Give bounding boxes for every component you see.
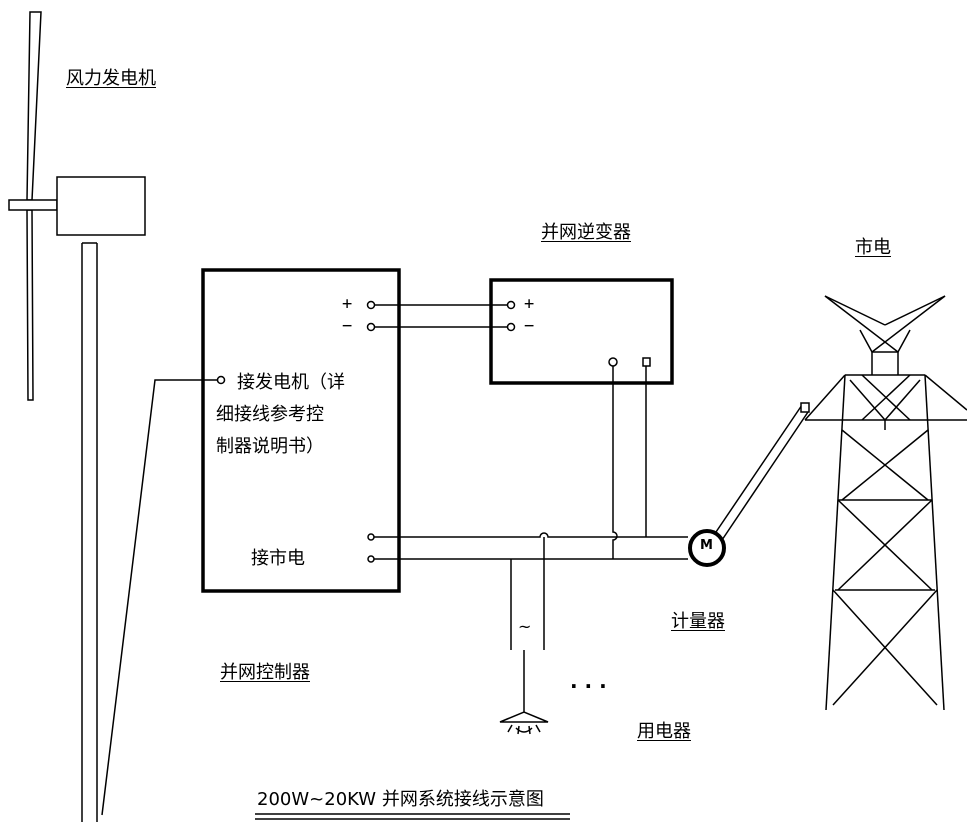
grid-controller-label: 并网控制器 — [220, 662, 310, 683]
turbine-hub — [8, 199, 58, 211]
generator-cable — [101, 379, 217, 816]
controller-generator-note-line1: 接发电机（详 — [237, 372, 345, 393]
inverter-dc-plus-terminal — [506, 300, 516, 310]
ac-symbol: ~ — [518, 617, 532, 636]
inverter-plus-sign: + — [524, 294, 535, 314]
controller-dc-plus-terminal — [366, 300, 376, 310]
controller-generator-note-line3: 制器说明书） — [216, 436, 324, 457]
grid-controller-box — [201, 268, 401, 593]
grid-inverter-box — [489, 278, 674, 385]
grid-inverter-label: 并网逆变器 — [541, 222, 631, 243]
turbine-nacelle — [56, 176, 146, 236]
meter-label: 计量器 — [671, 611, 725, 632]
appliance-ellipsis: · · · — [570, 674, 607, 698]
appliance-label: 用电器 — [637, 721, 691, 742]
turbine-blade-lower — [26, 209, 34, 401]
turbine-blade-upper — [26, 11, 42, 201]
inverter-dc-minus-terminal — [506, 322, 516, 332]
controller-grid-terminal-label: 接市电 — [251, 548, 305, 569]
wind-generator-label: 风力发电机 — [66, 68, 156, 89]
power-pylon — [804, 295, 967, 711]
wind-turbine — [8, 11, 146, 822]
controller-dc-minus-terminal — [366, 322, 376, 332]
ac-bus-upper — [374, 532, 688, 538]
controller-minus-sign: − — [342, 316, 353, 336]
energy-meter — [688, 529, 726, 567]
inverter-minus-sign: − — [524, 316, 535, 336]
controller-plus-sign: + — [342, 294, 353, 314]
meter-symbol: M — [700, 538, 713, 553]
utility-grid-label: 市电 — [855, 237, 891, 258]
controller-generator-note-line2: 细接线参考控 — [216, 404, 324, 425]
appliance-lamp — [499, 711, 549, 735]
diagram-caption: 200W~20KW 并网系统接线示意图 — [257, 789, 544, 810]
